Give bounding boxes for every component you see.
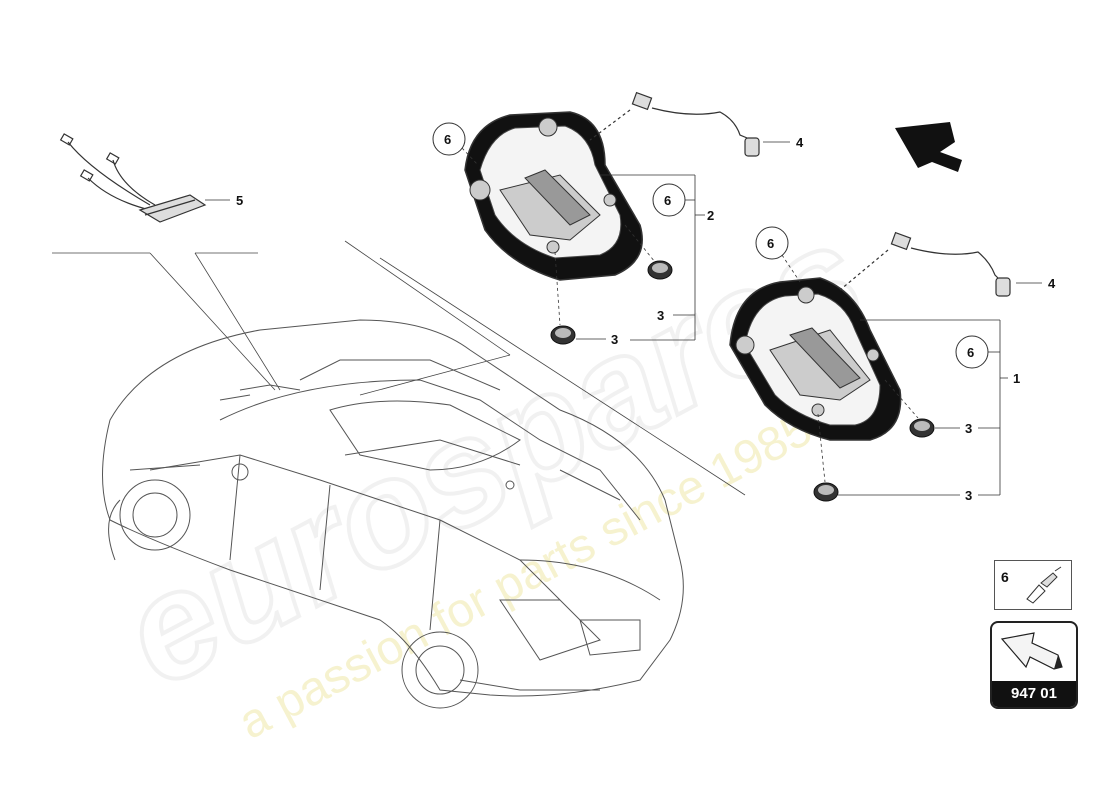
- sensor-cable-upper: [589, 91, 760, 157]
- page-code: 947 01: [992, 681, 1076, 707]
- callout-3-lower-b: 3: [965, 488, 972, 503]
- callout-5: 5: [236, 193, 243, 208]
- callout-6-b: 6: [664, 193, 671, 208]
- bulbs-lower: [813, 379, 935, 502]
- callout-3-lower-a: 3: [965, 421, 972, 436]
- callout-1: 1: [1013, 371, 1020, 386]
- callout-6-circle-c: [755, 226, 789, 260]
- wiring-harness: [59, 133, 207, 223]
- direction-arrow-icon: [895, 122, 962, 172]
- bracket-2: [600, 174, 705, 341]
- reference-part-6-label: 6: [1001, 569, 1009, 585]
- reference-part-6-box: 6: [994, 560, 1072, 610]
- bulbs-upper: [550, 224, 673, 345]
- callout-3-upper-a: 3: [657, 308, 664, 323]
- callout-6-c: 6: [767, 236, 774, 251]
- arrow-icon: [1000, 632, 1063, 670]
- bracket-1: [838, 319, 1008, 496]
- overhead-console-lower: [729, 277, 902, 441]
- callout-3-upper-b: 3: [611, 332, 618, 347]
- callout-6-circle-a: [432, 122, 466, 156]
- car-illustration: [102, 319, 684, 709]
- callout-4-upper: 4: [796, 135, 804, 150]
- page-reference-box: 947 01: [990, 621, 1078, 709]
- sensor-cable-lower: [839, 231, 1011, 297]
- overhead-console-upper: [464, 111, 643, 281]
- watermark: eurospares a passion for parts since 198…: [94, 188, 891, 749]
- callout-6-d: 6: [967, 345, 974, 360]
- screwdriver-icon: [1026, 566, 1062, 604]
- callout-2: 2: [707, 208, 714, 223]
- callout-4-lower: 4: [1048, 276, 1056, 291]
- callout-6-a: 6: [444, 132, 451, 147]
- guide-lines: [52, 240, 746, 496]
